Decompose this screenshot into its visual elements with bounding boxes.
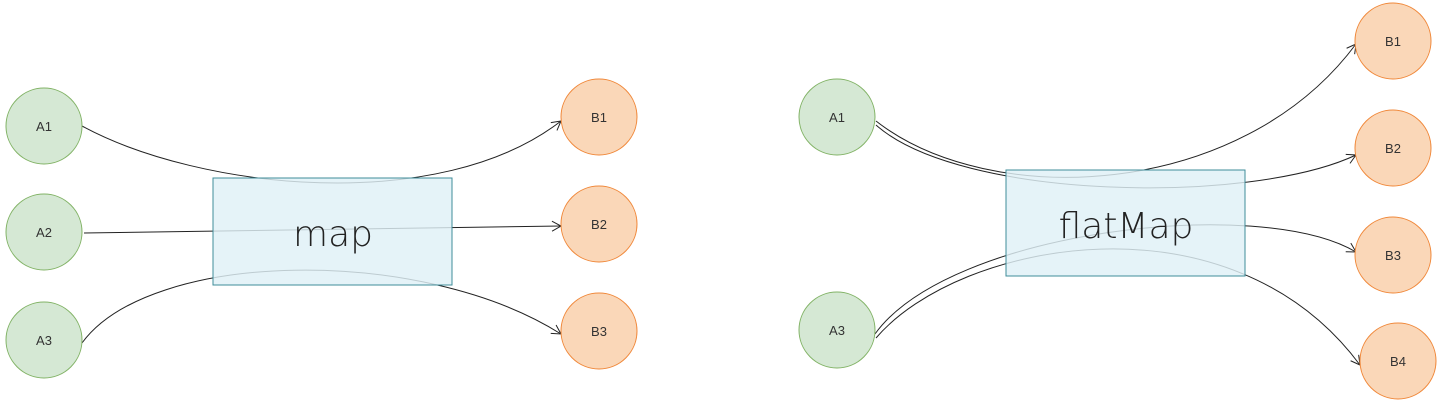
flatmap-operator-box: [1005, 169, 1246, 277]
output-node-b3: B3: [1354, 216, 1432, 294]
input-node-a3: A3: [798, 291, 876, 369]
output-node-label: B1: [591, 110, 607, 125]
input-node-label: A3: [36, 333, 52, 348]
input-node-label: A3: [829, 323, 845, 338]
input-node-label: A1: [36, 119, 52, 134]
output-node-label: B2: [1385, 141, 1401, 156]
output-node-label: B2: [591, 217, 607, 232]
output-node-label: B3: [1385, 248, 1401, 263]
output-node-b4: B4: [1359, 322, 1437, 400]
output-node-b3: B3: [560, 292, 638, 370]
output-node-b2: B2: [1354, 109, 1432, 187]
flatmap-diagram: flatMap A1 A3 B1 B2 B3 B4: [798, 2, 1437, 400]
input-node-label: A1: [829, 110, 845, 125]
input-node-a1: A1: [798, 78, 876, 156]
edge-a1-b1: [875, 43, 1357, 178]
input-node-a3: A3: [5, 301, 83, 379]
output-node-b1: B1: [560, 78, 638, 156]
input-node-a1: A1: [5, 87, 83, 165]
input-node-label: A2: [36, 225, 52, 240]
edge-a1-b1: [81, 120, 562, 184]
output-node-label: B1: [1385, 34, 1401, 49]
map-diagram: map A1 A2 A3 B1 B2 B3: [5, 78, 638, 379]
output-node-label: B3: [591, 324, 607, 339]
output-node-b2: B2: [560, 185, 638, 263]
map-operator-box: [212, 177, 453, 286]
input-node-a2: A2: [5, 193, 83, 271]
map-operator-label: map: [293, 214, 373, 255]
flatmap-operator-label: flatMap: [1059, 206, 1194, 247]
output-node-b1: B1: [1354, 2, 1432, 80]
output-node-label: B4: [1390, 354, 1406, 369]
